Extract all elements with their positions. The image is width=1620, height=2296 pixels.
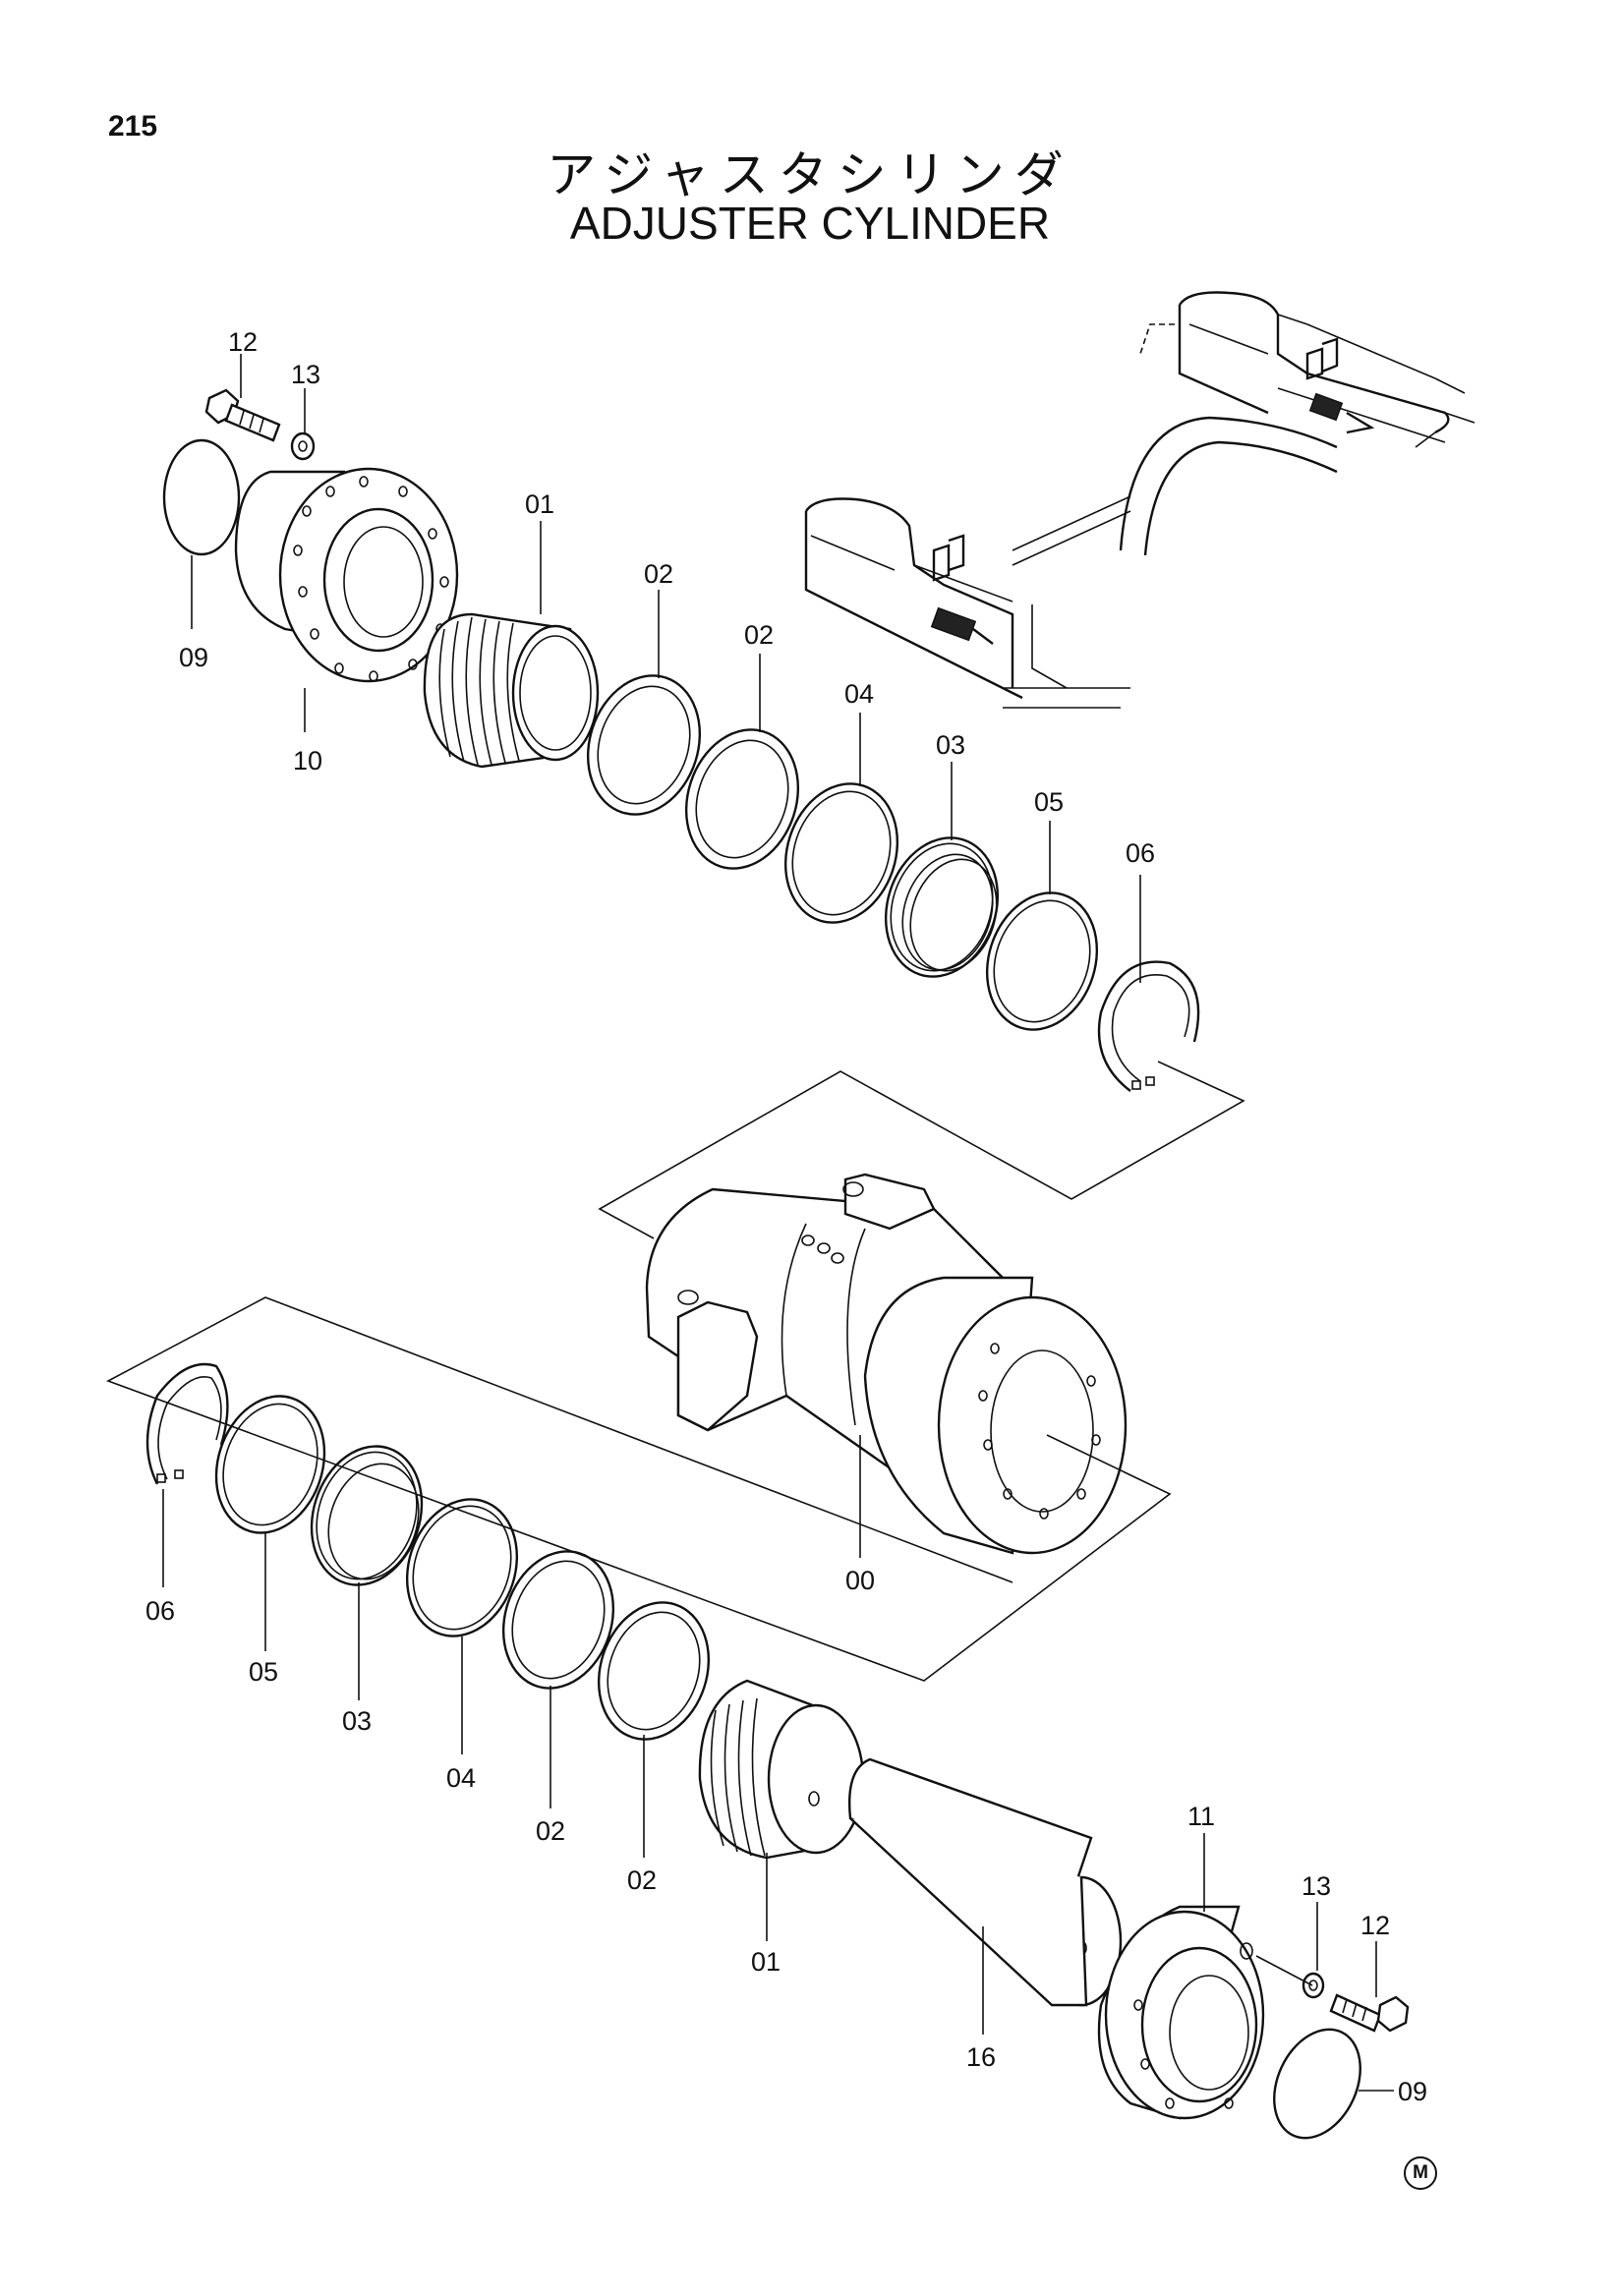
piston-01-bot <box>698 1679 865 1860</box>
washer-13-bot <box>1302 1972 1325 1999</box>
cylinder-body-00 <box>645 1173 1128 1555</box>
circled-m-mark: M <box>1404 2156 1437 2190</box>
callout-03-bot: 03 <box>342 1706 372 1736</box>
oring-09-bot <box>1273 2028 1361 2140</box>
head-flange-10 <box>234 467 459 683</box>
callout-02-top-b: 02 <box>744 620 774 650</box>
piston-01-top <box>423 612 600 769</box>
callout-01-top: 01 <box>525 489 554 519</box>
ring-02-top-a <box>586 674 702 816</box>
ring-05-bot <box>214 1395 326 1534</box>
oring-09-top <box>162 438 241 556</box>
callout-04-bot: 04 <box>446 1763 476 1793</box>
head-11-bot <box>1097 1905 1265 2120</box>
washer-13-top <box>290 431 316 461</box>
snap-ring-06-top <box>1097 960 1200 1092</box>
callout-12-bot: 12 <box>1360 1911 1390 1940</box>
callout-11: 11 <box>1187 1802 1215 1831</box>
ring-02-bot-a <box>501 1550 615 1690</box>
snap-ring-06-bot <box>145 1362 229 1485</box>
callout-06-bot: 06 <box>145 1596 175 1626</box>
page-number: 215 <box>108 110 158 143</box>
callout-01-bot: 01 <box>751 1947 781 1977</box>
bolt-12-bot <box>1329 1993 1410 2033</box>
callout-09-top: 09 <box>179 643 208 672</box>
callout-09-bot: 09 <box>1398 2077 1427 2106</box>
title-english: ADJUSTER CYLINDER <box>569 198 1051 249</box>
ring-04-top <box>783 782 899 924</box>
callout-12-top: 12 <box>228 327 258 357</box>
callout-02-bot-a: 02 <box>536 1816 565 1846</box>
callout-02-bot-b: 02 <box>627 1866 657 1895</box>
machine-frame-inset <box>804 291 1475 709</box>
callout-05-bot: 05 <box>249 1657 278 1687</box>
assembly-line-upper <box>598 1061 1245 1239</box>
callout-03-top: 03 <box>936 730 965 760</box>
title-japanese: アジャスタシリンダ <box>547 146 1073 203</box>
callout-16: 16 <box>966 2042 996 2072</box>
callout-06-top: 06 <box>1126 838 1155 868</box>
callout-13-top: 13 <box>291 360 320 389</box>
seal-03-top <box>884 836 1000 978</box>
ring-05-top <box>985 891 1099 1031</box>
ring-04-bot <box>405 1498 519 1637</box>
seal-03-bot <box>310 1445 424 1586</box>
callout-04-top: 04 <box>844 679 874 709</box>
callout-10: 10 <box>293 746 322 775</box>
leader-lines <box>162 354 1394 2092</box>
ring-02-bot-b <box>597 1601 711 1741</box>
callout-00: 00 <box>845 1566 875 1595</box>
bolt-12-top <box>204 388 281 442</box>
callout-05-top: 05 <box>1034 787 1064 817</box>
rod-16 <box>848 1757 1123 2007</box>
callout-labels: 12 13 09 10 01 02 02 04 03 05 06 00 06 0… <box>145 327 1427 2106</box>
callout-13-bot: 13 <box>1302 1871 1331 1901</box>
callout-02-top-a: 02 <box>644 559 673 589</box>
assembly-line-body <box>106 1296 1172 1682</box>
ring-02-top-b <box>684 728 800 870</box>
